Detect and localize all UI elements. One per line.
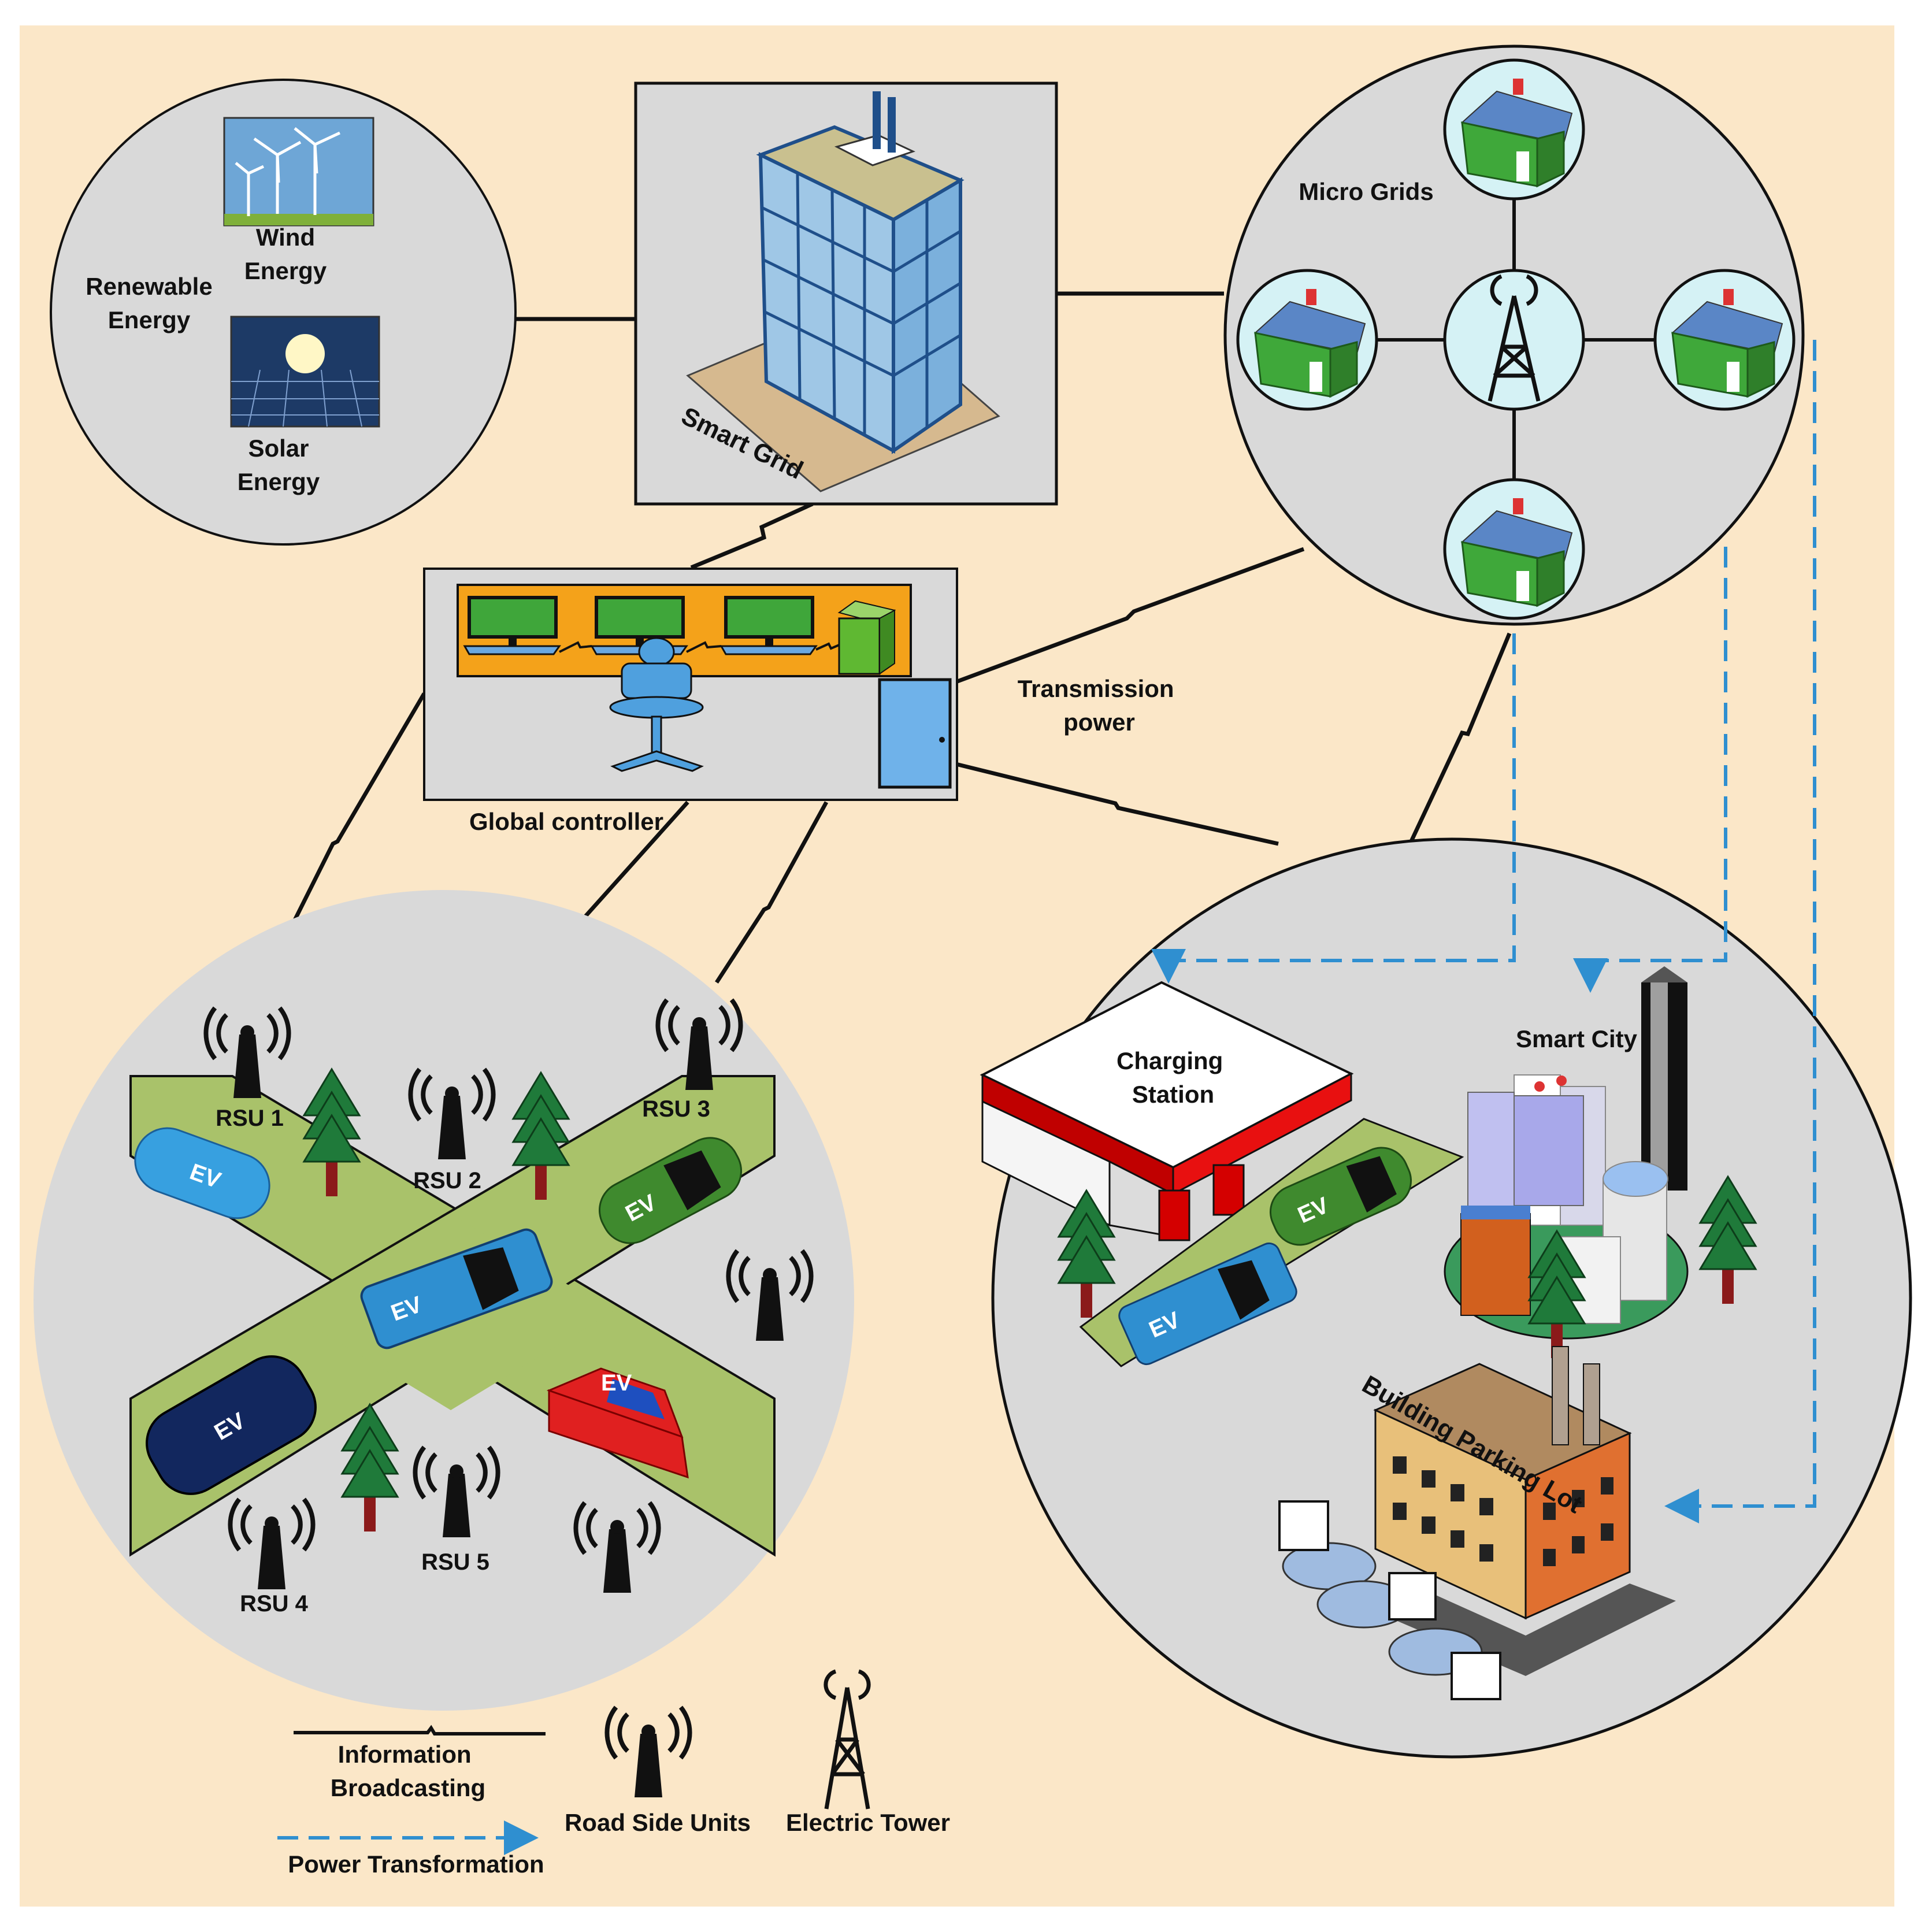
power-lines [1151, 340, 1816, 1523]
ev-car-station-green: EV [1269, 1147, 1412, 1246]
ev-car-green: EV [598, 1137, 743, 1244]
operator-chair-icon [609, 637, 704, 772]
electric-tower-icon [1488, 274, 1541, 402]
rsu5-label: RSU 5 [421, 1549, 489, 1575]
rsu-icon [413, 1445, 500, 1537]
transmission-line2: power [1063, 709, 1135, 736]
renewable-circle [50, 79, 517, 546]
charger-icon [1278, 1500, 1501, 1700]
legend-info-line2: Broadcasting [331, 1774, 485, 1801]
renewable-energy-label-line1: Renewable [86, 273, 212, 300]
ev-car-navy: EV [146, 1355, 317, 1495]
tree-icon [302, 1067, 361, 1196]
rsu3-label: RSU 3 [642, 1096, 710, 1122]
smart-grid-group: Smart Grid [634, 81, 1058, 506]
door-icon [878, 678, 952, 789]
charging-line1: Charging [1116, 1047, 1223, 1074]
legend-rsu-label: Road Side Units [565, 1809, 751, 1836]
power-microgrid-station [1151, 633, 1516, 984]
micro-grids-label: Micro Grids [1299, 178, 1433, 205]
monitor-icon [590, 596, 688, 655]
tree-icon [1057, 1189, 1116, 1318]
transmission-power-label: Transmission power [1018, 675, 1181, 736]
legend-rsu-icon [604, 1705, 692, 1797]
ev-car-station-blue: EV [1118, 1242, 1297, 1366]
tree-icon [1698, 1175, 1757, 1304]
sun-icon [285, 334, 325, 373]
charging-station-label: Charging Station [1116, 1047, 1230, 1108]
rsu2-label: RSU 2 [413, 1168, 481, 1193]
solar-energy-label-line1: Solar [248, 435, 309, 462]
wind-ground [224, 214, 373, 225]
ev-car-light-blue: EV [134, 1127, 270, 1219]
wind-turbine-icon [235, 127, 341, 216]
global-controller-group: Global controller [423, 568, 958, 835]
solar-panel-grid [231, 369, 379, 427]
legend-tower-label: Electric Tower [786, 1809, 950, 1836]
tree-icon [340, 1403, 399, 1531]
ev-car-blue-truck: EV [360, 1228, 553, 1349]
link-controller-microgrid [955, 547, 1305, 684]
micro-grids-group: Micro Grids [1223, 45, 1805, 626]
house-node-right [1653, 269, 1796, 411]
power-microgrid-city [1573, 547, 1727, 993]
link-controller-rsu3 [715, 801, 829, 984]
city-group: Charging Station EV EV [980, 837, 1912, 1759]
house-node-top [1443, 58, 1585, 201]
legend-info-line [294, 1725, 546, 1736]
charging-station-icon [980, 981, 1354, 1241]
legend-power-label: Power Transformation [288, 1851, 544, 1878]
wind-energy-label-line1: Wind [256, 224, 315, 251]
road-network-group: RSU 1 RSU 2 RSU 3 RSU 4 [34, 890, 854, 1711]
legend-electric-tower-icon [824, 1669, 871, 1809]
center-tower-node [1443, 269, 1585, 411]
monitor-icon [463, 596, 561, 655]
server-tower-icon [837, 600, 896, 675]
parked-ev-icon [1282, 1542, 1483, 1676]
solar-energy-label-line2: Energy [238, 468, 320, 495]
link-grid-controller [690, 502, 814, 570]
rsu-icon [573, 1501, 661, 1593]
link-controller-city [955, 762, 1279, 846]
rsu-icon [203, 1006, 291, 1098]
legend-info-label: Information Broadcasting [331, 1741, 485, 1801]
rsu-icon [408, 1067, 496, 1159]
tree-icon [1527, 1229, 1586, 1358]
rsu-icon [655, 998, 743, 1090]
monitor-icon [719, 596, 818, 655]
wind-energy-label-line2: Energy [244, 257, 327, 284]
legend-info-line1: Information [338, 1741, 472, 1768]
legend: Information Broadcasting Power Transform… [277, 1669, 950, 1878]
parking-building-icon [1364, 1346, 1676, 1676]
ev-car-red: EV [546, 1367, 689, 1479]
rsu1-label: RSU 1 [216, 1106, 284, 1131]
smart-city-label: Smart City [1516, 1025, 1638, 1052]
rsu-icon [726, 1249, 814, 1341]
link-microgrid-city [1408, 632, 1512, 845]
rsu4-label: RSU 4 [240, 1591, 309, 1616]
smart-grid-building-icon [686, 91, 1000, 492]
global-controller-label: Global controller [469, 808, 663, 835]
renewable-energy-label-line2: Energy [108, 306, 191, 333]
transmission-line1: Transmission [1018, 675, 1174, 702]
tree-icon [511, 1071, 570, 1200]
charging-line2: Station [1132, 1081, 1214, 1108]
rsu-icon [228, 1497, 316, 1589]
house-node-left [1236, 269, 1378, 411]
svg-text:EV: EV [601, 1370, 632, 1396]
power-microgrid-parking [1664, 340, 1816, 1523]
house-node-bottom [1443, 478, 1585, 620]
